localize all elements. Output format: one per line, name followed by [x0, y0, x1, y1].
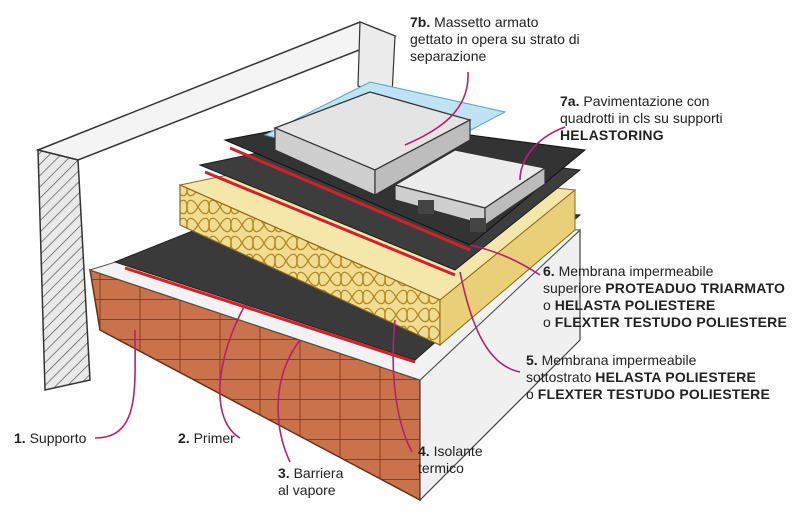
- reinforced-screed: [273, 91, 472, 197]
- leader-7b: [404, 71, 469, 146]
- leader-7a: [519, 126, 566, 181]
- leader-3: [277, 339, 301, 463]
- label-screed: 7b. Massetto armato gettato in opera su …: [410, 14, 580, 64]
- leader-2: [219, 304, 246, 439]
- leader-6: [469, 244, 541, 276]
- leader-4: [392, 319, 413, 453]
- label-primer: 2. Primer: [178, 430, 235, 446]
- label-membrane-under: 5. Membrana impermeabile sottostrato HEL…: [526, 352, 771, 402]
- label-insulation: 4. Isolante termico: [418, 443, 483, 476]
- leader-lines: [94, 71, 566, 463]
- label-paving: 7a. Pavimentazione con quadrotti in cls …: [560, 93, 723, 143]
- parapet-wall: [35, 21, 398, 391]
- label-membrane-top: 6. Membrana impermeabile superiore PROTE…: [543, 263, 788, 330]
- leader-1: [94, 329, 136, 439]
- label-vapour-barrier: 3. Barriera al vapore: [278, 465, 344, 498]
- pedestal-support: [470, 218, 486, 232]
- concrete-paving-tiles: [393, 149, 547, 232]
- label-support: 1. Supporto: [14, 430, 87, 446]
- pedestal-support: [418, 200, 434, 214]
- leader-5: [459, 271, 521, 373]
